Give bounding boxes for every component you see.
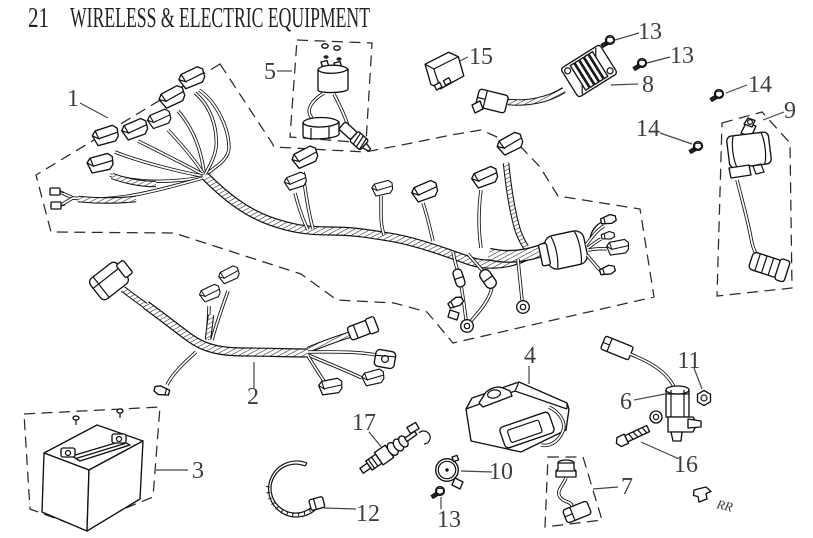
svg-text:14: 14 [636,116,660,142]
svg-text:WIRELESS & ELECTRIC EQUIPMENT: WIRELESS & ELECTRIC EQUIPMENT [70,2,370,34]
svg-text:RR: RR [714,496,734,515]
svg-text:16: 16 [674,452,698,478]
svg-text:10: 10 [489,459,513,485]
svg-text:2: 2 [247,384,259,410]
svg-text:13: 13 [670,43,694,69]
svg-text:13: 13 [437,507,461,533]
svg-text:8: 8 [642,72,654,98]
svg-text:5: 5 [264,59,276,85]
svg-text:17: 17 [352,410,376,436]
svg-text:7: 7 [621,474,633,500]
svg-text:4: 4 [524,343,536,369]
svg-text:21: 21 [28,2,49,34]
svg-text:12: 12 [356,501,380,527]
svg-text:6: 6 [620,389,632,415]
svg-text:9: 9 [784,98,796,124]
svg-text:1: 1 [67,86,79,112]
svg-text:3: 3 [192,458,204,484]
svg-text:15: 15 [469,44,493,70]
svg-text:14: 14 [748,72,772,98]
svg-text:11: 11 [677,348,700,374]
svg-text:13: 13 [638,19,662,45]
